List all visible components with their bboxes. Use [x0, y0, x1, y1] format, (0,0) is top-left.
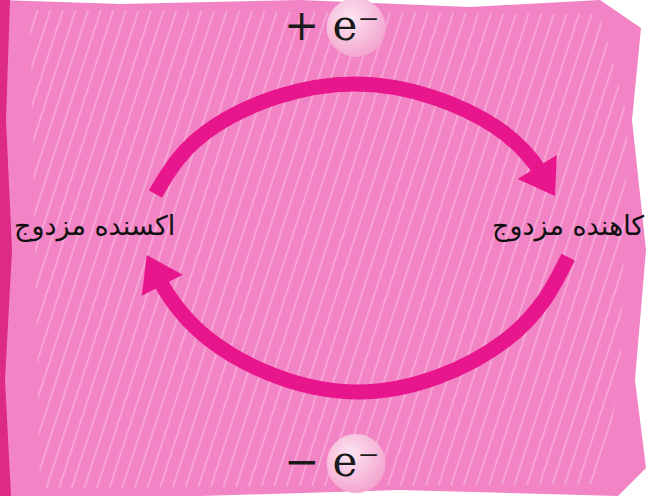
arrow-shaft: [147, 255, 568, 392]
electron-label: − e⁻: [284, 437, 380, 487]
node-text: اکسنده مزدوج: [14, 208, 175, 243]
node-label: کاهنده مزدوج: [486, 204, 650, 247]
arrow-head: [142, 255, 183, 296]
electron-label: + e⁻: [284, 1, 380, 51]
curved-arrow: [142, 255, 568, 392]
hatch-marks: [30, 10, 628, 488]
node-text: کاهنده مزدوج: [492, 208, 644, 243]
node-label: اکسنده مزدوج: [8, 204, 181, 247]
patch-edge: [0, 0, 12, 496]
arrow-head: [518, 155, 557, 196]
arrow-shaft: [155, 84, 555, 196]
curved-arrow: [155, 84, 557, 196]
